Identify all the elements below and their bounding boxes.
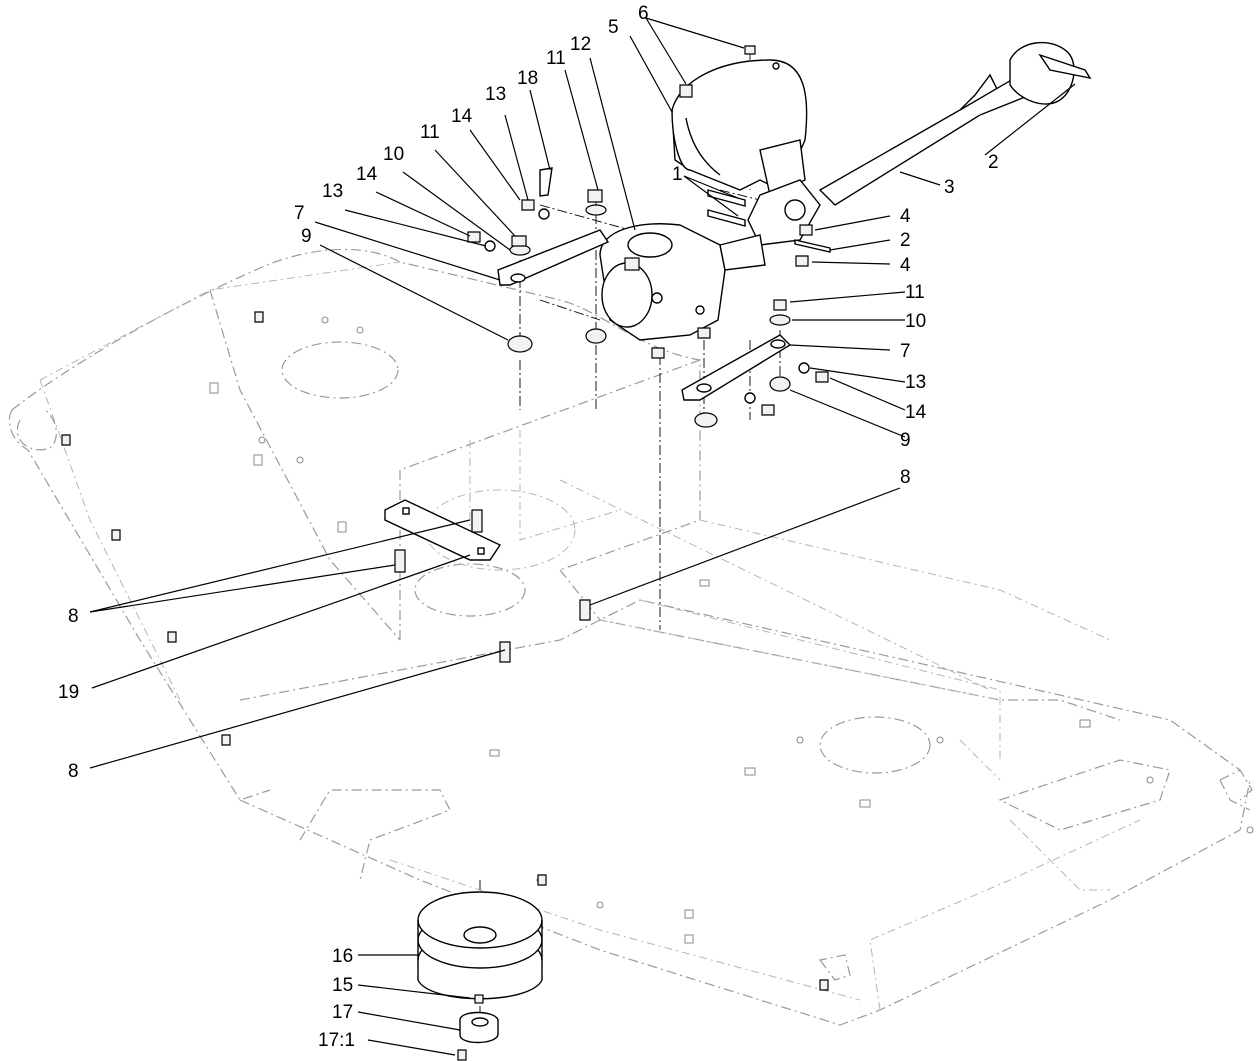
callout-13: 13: [485, 84, 506, 105]
right-mount-bracket: [681, 299, 829, 428]
callout-14: 14: [451, 106, 473, 127]
callout-1: 1: [672, 164, 683, 185]
callout-6: 6: [638, 3, 649, 24]
callout-10: 10: [383, 144, 404, 165]
cover-bolts: [679, 45, 756, 98]
leader-lines: [89, 17, 1076, 1056]
callout-13: 13: [905, 372, 926, 393]
callout-14: 14: [356, 164, 378, 185]
callout-8: 8: [900, 467, 911, 488]
callout-labels: 6 5 12 11 18 13 14 11 10 14 13 7 9 1 2 3…: [58, 3, 999, 1051]
callout-3: 3: [944, 177, 955, 198]
pulley-assembly: [417, 891, 543, 1061]
callout-5: 5: [608, 17, 619, 38]
callout-8: 8: [68, 761, 79, 782]
callout-12: 12: [570, 34, 591, 55]
mower-deck-phantom: [8, 248, 1254, 1026]
callout-13: 13: [322, 181, 343, 202]
callout-4: 4: [900, 255, 911, 276]
gearbox-cover: [671, 59, 808, 196]
callout-18: 18: [517, 68, 538, 89]
gearbox: [599, 223, 766, 359]
callout-17: 17: [332, 1002, 353, 1023]
callout-11: 11: [905, 282, 925, 303]
callout-7: 7: [294, 203, 305, 224]
callout-2: 2: [900, 230, 911, 251]
callout-10: 10: [905, 311, 926, 332]
callout-19: 19: [58, 682, 79, 703]
assembly-centerlines: [479, 50, 801, 1030]
callout-8: 8: [68, 606, 79, 627]
callout-9: 9: [900, 430, 911, 451]
callout-2: 2: [988, 152, 999, 173]
callout-15: 15: [332, 975, 353, 996]
callout-11: 11: [420, 122, 440, 143]
driveshaft: [747, 41, 1092, 246]
callout-4: 4: [900, 206, 911, 227]
callout-11: 11: [546, 48, 566, 69]
left-mount-bracket: [467, 167, 610, 353]
callout-14: 14: [905, 402, 927, 423]
plate-and-pins: [384, 499, 591, 663]
callout-7: 7: [900, 341, 911, 362]
callout-9: 9: [301, 226, 312, 247]
callout-17-1: 17:1: [318, 1030, 355, 1051]
callout-16: 16: [332, 946, 353, 967]
